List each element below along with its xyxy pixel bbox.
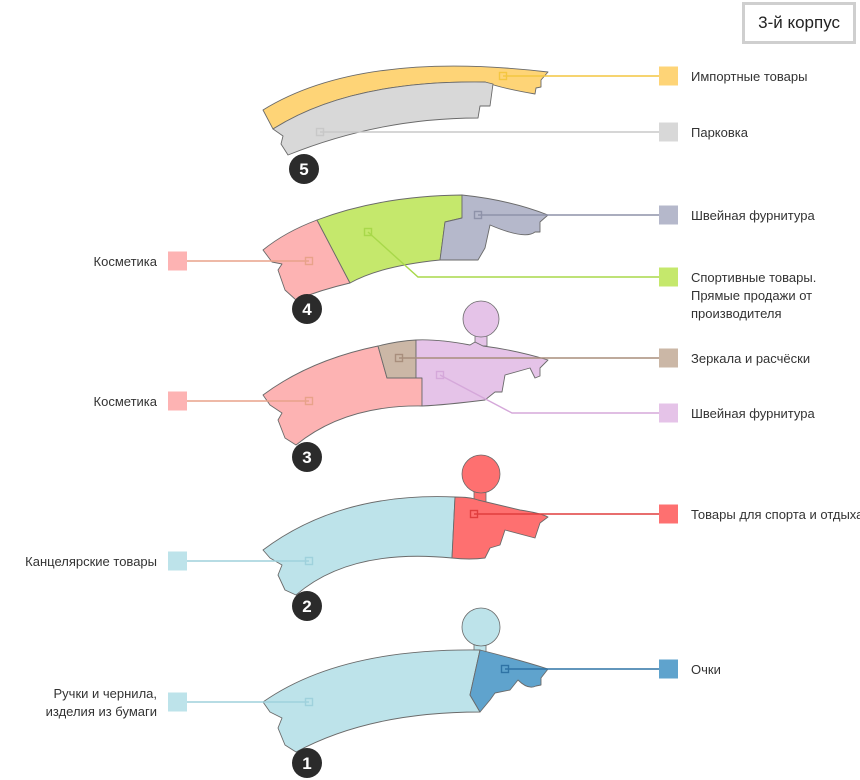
label-sport-goods-4-line-3: производителя	[691, 306, 782, 321]
section-sewing-4[interactable]	[439, 194, 549, 261]
marker-mirrors	[394, 353, 404, 363]
marker-pens-paper	[304, 697, 314, 707]
floor-badge-4	[292, 294, 322, 324]
leader-line-sport-goods-4	[367, 231, 659, 278]
building-label: 3-й корпус	[742, 2, 856, 44]
floor-number-2: 2	[302, 597, 311, 616]
label-pens-paper-line-1: Ручки и чернила,	[54, 686, 157, 701]
label-sport-goods-4-line-2: Прямые продажи от	[691, 288, 812, 303]
floor-1: Ручки и чернила, изделия из бумаги Очки 1	[46, 607, 721, 778]
floor-number-1: 1	[302, 754, 311, 773]
label-pens-paper-line-2: изделия из бумаги	[46, 704, 157, 719]
label-sport-goods-4-line-1: Спортивные товары.	[691, 270, 816, 285]
floor-badge-3	[292, 442, 322, 472]
legend-swatch-cosmetics-4	[168, 251, 187, 271]
floor-number-3: 3	[302, 448, 311, 467]
legend-swatch-mirrors	[659, 348, 678, 368]
section-parking[interactable]	[272, 81, 494, 156]
marker-imports	[498, 71, 508, 81]
marker-parking	[315, 127, 325, 137]
label-glasses: Очки	[691, 662, 721, 677]
label-sewing-3: Швейная фурнитура	[691, 406, 815, 421]
legend-swatch-parking	[659, 122, 678, 142]
legend-swatch-cosmetics-3	[168, 391, 187, 411]
legend-swatch-pens-paper	[168, 692, 187, 712]
label-parking: Парковка	[691, 125, 749, 140]
marker-cosmetics-4	[304, 256, 314, 266]
section-glasses[interactable]	[469, 649, 549, 713]
floor-badge-2	[292, 591, 322, 621]
marker-stationery	[304, 556, 314, 566]
label-stationery: Канцелярские товары	[25, 554, 157, 569]
label-cosmetics-4: Косметика	[94, 254, 158, 269]
label-sport-leisure: Товары для спорта и отдыха	[691, 507, 860, 522]
marker-sport-leisure	[469, 509, 479, 519]
marker-sport-goods-4	[363, 227, 373, 237]
section-stationery[interactable]	[262, 496, 456, 596]
floor-2: Канцелярские товары Товары для спорта и о…	[25, 454, 860, 621]
legend-swatch-sport-goods-4	[659, 267, 678, 287]
label-sewing-4: Швейная фурнитура	[691, 208, 815, 223]
marker-sewing-3	[435, 370, 445, 380]
leader-line-sewing-3	[439, 374, 659, 414]
section-sport-leisure-knob[interactable]	[461, 454, 501, 494]
section-pens-paper[interactable]	[262, 649, 481, 753]
section-pens-paper-knob[interactable]	[461, 607, 501, 647]
section-sport-leisure[interactable]	[451, 496, 549, 560]
legend-swatch-imports	[659, 66, 678, 86]
floor-badge-5	[289, 154, 319, 184]
legend-swatch-sewing-3	[659, 403, 678, 423]
section-sewing-3[interactable]	[415, 339, 549, 407]
legend-swatch-glasses	[659, 659, 678, 679]
legend-swatch-sewing-4	[659, 205, 678, 225]
legend-swatch-stationery	[168, 551, 187, 571]
section-cosmetics-4[interactable]	[262, 219, 351, 301]
label-imports: Импортные товары	[691, 69, 807, 84]
floor-number-5: 5	[299, 160, 308, 179]
floor-number-4: 4	[302, 300, 312, 319]
label-cosmetics-3: Косметика	[94, 394, 158, 409]
marker-sewing-4	[473, 210, 483, 220]
legend-swatch-sport-leisure	[659, 504, 678, 524]
marker-cosmetics-3	[304, 396, 314, 406]
floor-badge-1	[292, 748, 322, 778]
section-sewing-3-knob[interactable]	[462, 300, 500, 338]
label-mirrors: Зеркала и расчёски	[691, 351, 810, 366]
marker-glasses	[500, 664, 510, 674]
